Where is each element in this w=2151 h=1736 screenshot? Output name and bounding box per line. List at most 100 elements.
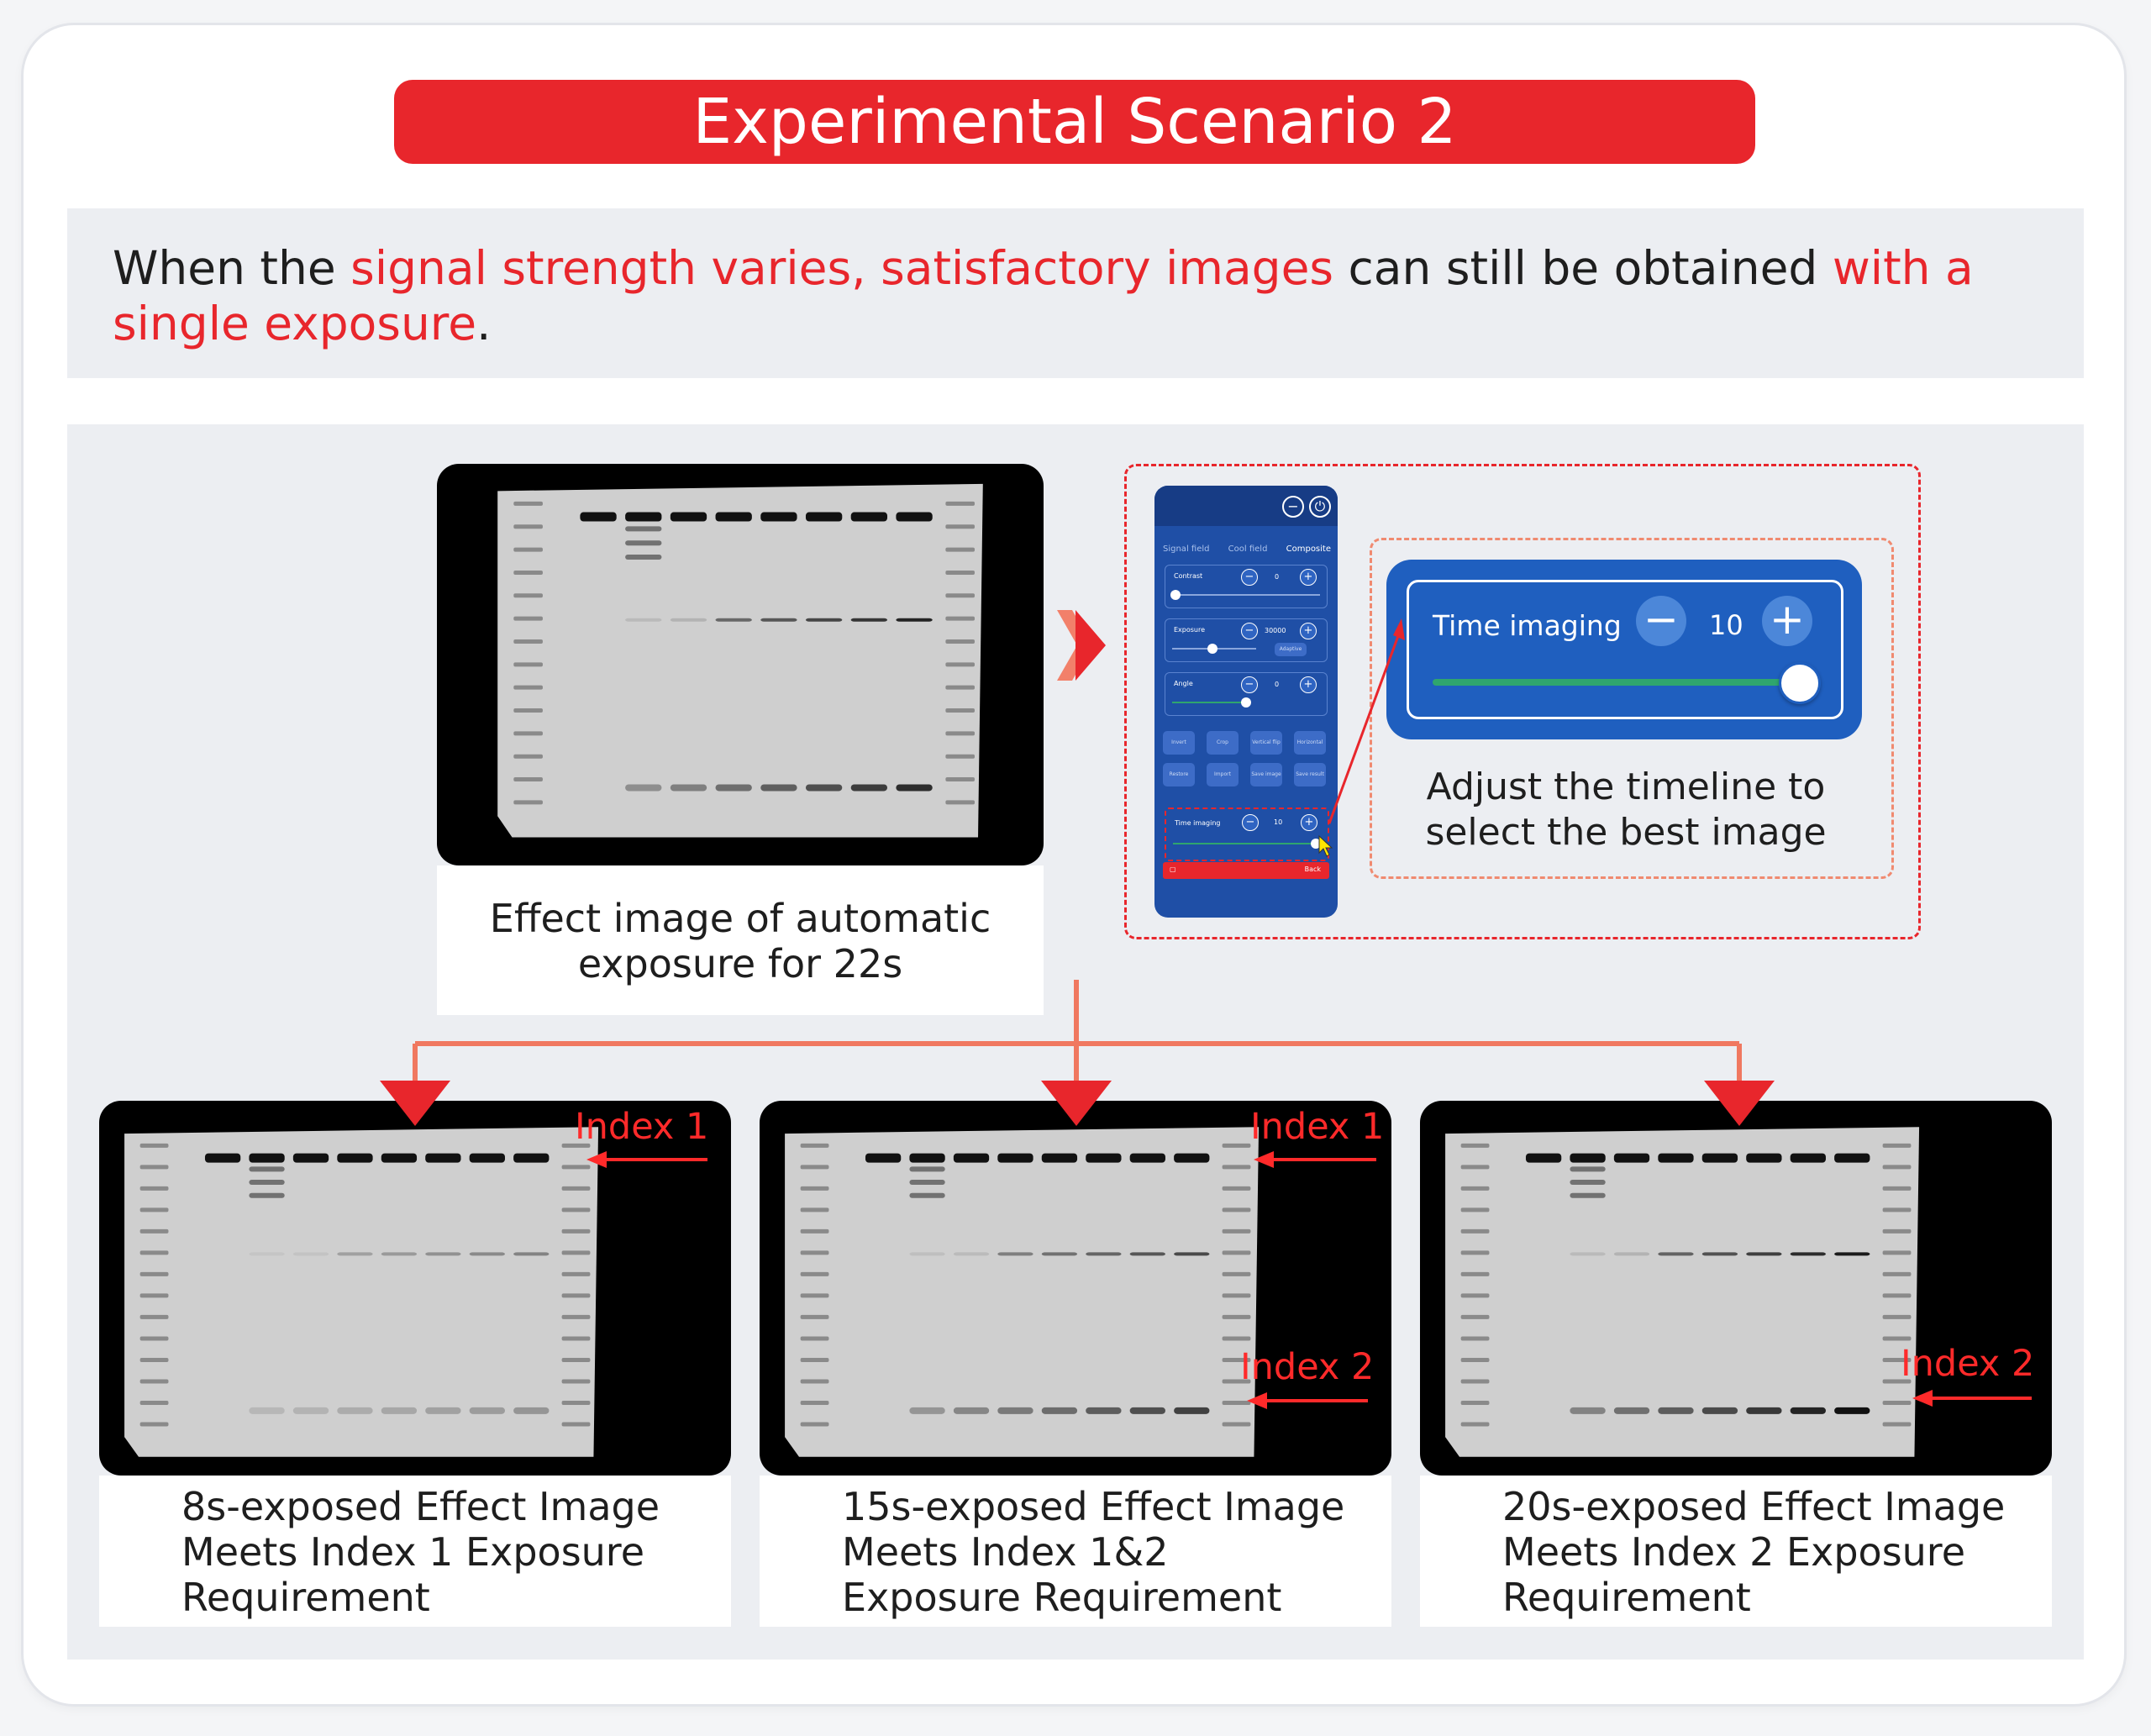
ladder-band bbox=[1460, 1336, 1490, 1341]
time-slider-knob[interactable] bbox=[1779, 662, 1821, 704]
protein-band bbox=[715, 618, 752, 622]
ladder-band bbox=[1460, 1250, 1490, 1255]
exposure-plus-button[interactable]: + bbox=[1300, 623, 1317, 639]
gel-membrane bbox=[1445, 1127, 1920, 1457]
protein-band bbox=[1834, 1252, 1870, 1256]
protein-band bbox=[1570, 1180, 1606, 1186]
adjust-caption-text: Adjust the timeline to select the best i… bbox=[1425, 765, 1827, 854]
ladder-band bbox=[139, 1314, 169, 1319]
save-image-button[interactable]: Save image bbox=[1250, 763, 1282, 786]
protein-band bbox=[337, 1252, 373, 1256]
adjust-caption: Adjust the timeline to select the best i… bbox=[1391, 763, 1861, 855]
ladder-band bbox=[945, 662, 976, 667]
protein-band bbox=[625, 512, 662, 522]
crop-button[interactable]: Crop bbox=[1207, 731, 1239, 755]
protein-band bbox=[625, 555, 662, 560]
protein-band bbox=[1790, 1153, 1826, 1163]
time-minus-mini-button[interactable]: − bbox=[1242, 814, 1259, 831]
ladder-band bbox=[1460, 1165, 1490, 1170]
protein-band bbox=[909, 1153, 945, 1163]
protein-band bbox=[337, 1407, 373, 1414]
horizontal-flip-button[interactable]: Horizontal flip bbox=[1294, 731, 1326, 769]
ladder-band bbox=[561, 1143, 591, 1148]
result-caption-15s-text: 15s-exposed Effect Image Meets Index 1&2… bbox=[842, 1484, 1345, 1620]
import-button[interactable]: Import bbox=[1207, 763, 1239, 786]
ladder-band bbox=[1222, 1271, 1251, 1276]
ladder-band bbox=[1222, 1143, 1251, 1148]
adaptive-button[interactable]: Adaptive bbox=[1275, 643, 1307, 656]
protein-band bbox=[292, 1252, 329, 1256]
save-result-button[interactable]: Save result bbox=[1294, 763, 1326, 786]
protein-band bbox=[292, 1407, 329, 1414]
protein-band bbox=[625, 540, 662, 546]
protein-band bbox=[513, 1153, 550, 1163]
angle-plus-button[interactable]: + bbox=[1300, 676, 1317, 693]
vertical-flip-button[interactable]: Vertical flip bbox=[1250, 731, 1282, 755]
angle-slider-track[interactable] bbox=[1172, 702, 1248, 703]
checkbox-icon[interactable]: ▢ bbox=[1170, 865, 1176, 873]
ladder-band bbox=[1222, 1207, 1251, 1213]
intro-text-part: . bbox=[476, 297, 492, 350]
tab-composite[interactable]: Composite bbox=[1286, 544, 1331, 554]
protein-band bbox=[204, 1153, 241, 1163]
ladder-band bbox=[1882, 1250, 1912, 1255]
protein-band bbox=[1658, 1407, 1694, 1414]
ladder-band bbox=[1460, 1228, 1490, 1234]
protein-band bbox=[1701, 1252, 1738, 1256]
angle-slider-knob[interactable] bbox=[1241, 697, 1251, 708]
contrast-slider-track[interactable] bbox=[1172, 594, 1320, 596]
tab-signal-field[interactable]: Signal field bbox=[1163, 544, 1210, 554]
ladder-band bbox=[561, 1207, 591, 1213]
back-button[interactable]: Back bbox=[1304, 865, 1321, 873]
exposure-minus-button[interactable]: − bbox=[1241, 623, 1258, 639]
ladder-band bbox=[800, 1379, 829, 1384]
protein-band bbox=[670, 618, 707, 622]
protein-band bbox=[1613, 1407, 1650, 1414]
contrast-slider-knob[interactable] bbox=[1170, 590, 1181, 600]
ladder-band bbox=[513, 593, 543, 598]
protein-band bbox=[1746, 1153, 1782, 1163]
protein-band bbox=[1746, 1407, 1782, 1414]
ladder-band bbox=[561, 1314, 591, 1319]
ladder-band bbox=[800, 1228, 829, 1234]
time-slider-track[interactable] bbox=[1433, 679, 1802, 686]
intro-highlight-signal: signal strength varies, satisfactory ima… bbox=[350, 241, 1334, 295]
ladder-band bbox=[1222, 1314, 1251, 1319]
exposure-slider-knob[interactable] bbox=[1207, 644, 1217, 654]
protein-band bbox=[249, 1180, 285, 1186]
time-mini-slider-track[interactable] bbox=[1173, 843, 1321, 844]
protein-band bbox=[1834, 1153, 1870, 1163]
protein-band bbox=[805, 512, 843, 522]
time-minus-button[interactable]: − bbox=[1636, 596, 1686, 646]
time-mini-slider-knob[interactable] bbox=[1311, 839, 1321, 849]
ladder-band bbox=[945, 547, 976, 552]
ladder-band bbox=[561, 1379, 591, 1384]
ladder-band bbox=[800, 1336, 829, 1341]
intro-text-part: can still be obtained bbox=[1333, 241, 1833, 295]
tab-cool-field[interactable]: Cool field bbox=[1228, 544, 1268, 554]
ladder-band bbox=[139, 1379, 169, 1384]
protein-band bbox=[1174, 1252, 1210, 1256]
ladder-band bbox=[561, 1250, 591, 1255]
ladder-band bbox=[139, 1271, 169, 1276]
invert-button[interactable]: Invert bbox=[1163, 731, 1195, 755]
time-value: 10 bbox=[1709, 609, 1743, 641]
minimize-icon[interactable]: − bbox=[1282, 496, 1304, 518]
power-icon[interactable]: ⏻ bbox=[1309, 496, 1331, 518]
restore-button[interactable]: Restore bbox=[1163, 763, 1195, 786]
time-plus-mini-button[interactable]: + bbox=[1301, 814, 1317, 831]
protein-band bbox=[1658, 1252, 1694, 1256]
contrast-plus-button[interactable]: + bbox=[1300, 569, 1317, 586]
software-tabs: Signal field Cool field Composite bbox=[1163, 544, 1331, 554]
result-gel-image-8s bbox=[99, 1101, 731, 1476]
contrast-minus-button[interactable]: − bbox=[1241, 569, 1258, 586]
angle-minus-button[interactable]: − bbox=[1241, 676, 1258, 693]
protein-band bbox=[1086, 1153, 1122, 1163]
ladder-band bbox=[513, 501, 543, 506]
protein-band bbox=[1129, 1252, 1165, 1256]
time-plus-button[interactable]: + bbox=[1762, 596, 1812, 646]
protein-band bbox=[805, 618, 843, 622]
time-imaging-mini-control: Time imaging − 10 + bbox=[1165, 808, 1333, 861]
ladder-band bbox=[1460, 1400, 1490, 1405]
ladder-band bbox=[513, 616, 543, 621]
